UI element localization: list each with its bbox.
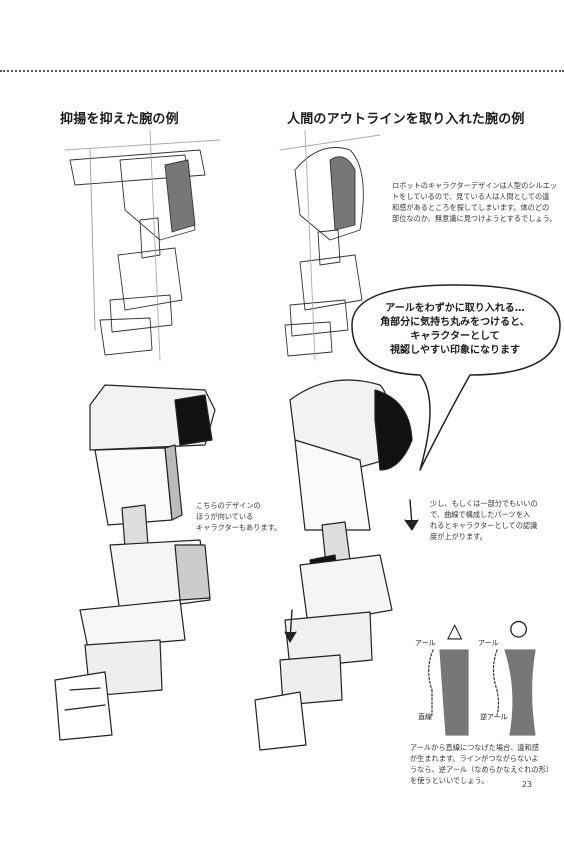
comparison-shape-good bbox=[492, 649, 536, 736]
bubble-text: アールをわずかに取り入れる… 角部分に気持ち丸みをつけると、 キャラクターとして… bbox=[380, 303, 530, 356]
label-straight: 直線 bbox=[418, 713, 432, 721]
arm-angular-large bbox=[54, 384, 216, 741]
caption-robot-design: ロボットのキャラクターデザインは人型のシルエッ トをしているので、見ている人は人… bbox=[392, 181, 558, 223]
page-number: 23 bbox=[521, 780, 532, 789]
dotted-divider bbox=[0, 70, 564, 72]
sketch-arm-right bbox=[279, 129, 381, 361]
sketch-arm-left bbox=[64, 129, 221, 361]
caption-left-note: こちらのデザインの ほうが向いている キャラクターもあります。 bbox=[196, 501, 282, 532]
label-are-left: アール bbox=[415, 639, 436, 647]
heading-left: 抑揚を抑えた腕の例 bbox=[60, 112, 179, 127]
triangle-symbol: △ bbox=[447, 618, 463, 642]
heading-right: 人間のアウトラインを取り入れた腕の例 bbox=[287, 112, 525, 127]
label-are-right: アール bbox=[478, 639, 499, 647]
speech-bubble bbox=[351, 284, 561, 471]
caption-bottom-note: アールから直線につなげた場合、違和感 が生まれます。ラインがつながらないよ うな… bbox=[410, 743, 554, 785]
comparison-shape-bad bbox=[428, 649, 469, 736]
circle-symbol: ○ bbox=[509, 616, 529, 641]
label-reverse-are: 逆アール bbox=[480, 713, 508, 721]
caption-right-note: 少し、もしくは一部分でもいいの で、曲線で構成したパーツを入 れるとキャラクター… bbox=[430, 499, 538, 541]
arm-rounded-large bbox=[254, 379, 413, 751]
